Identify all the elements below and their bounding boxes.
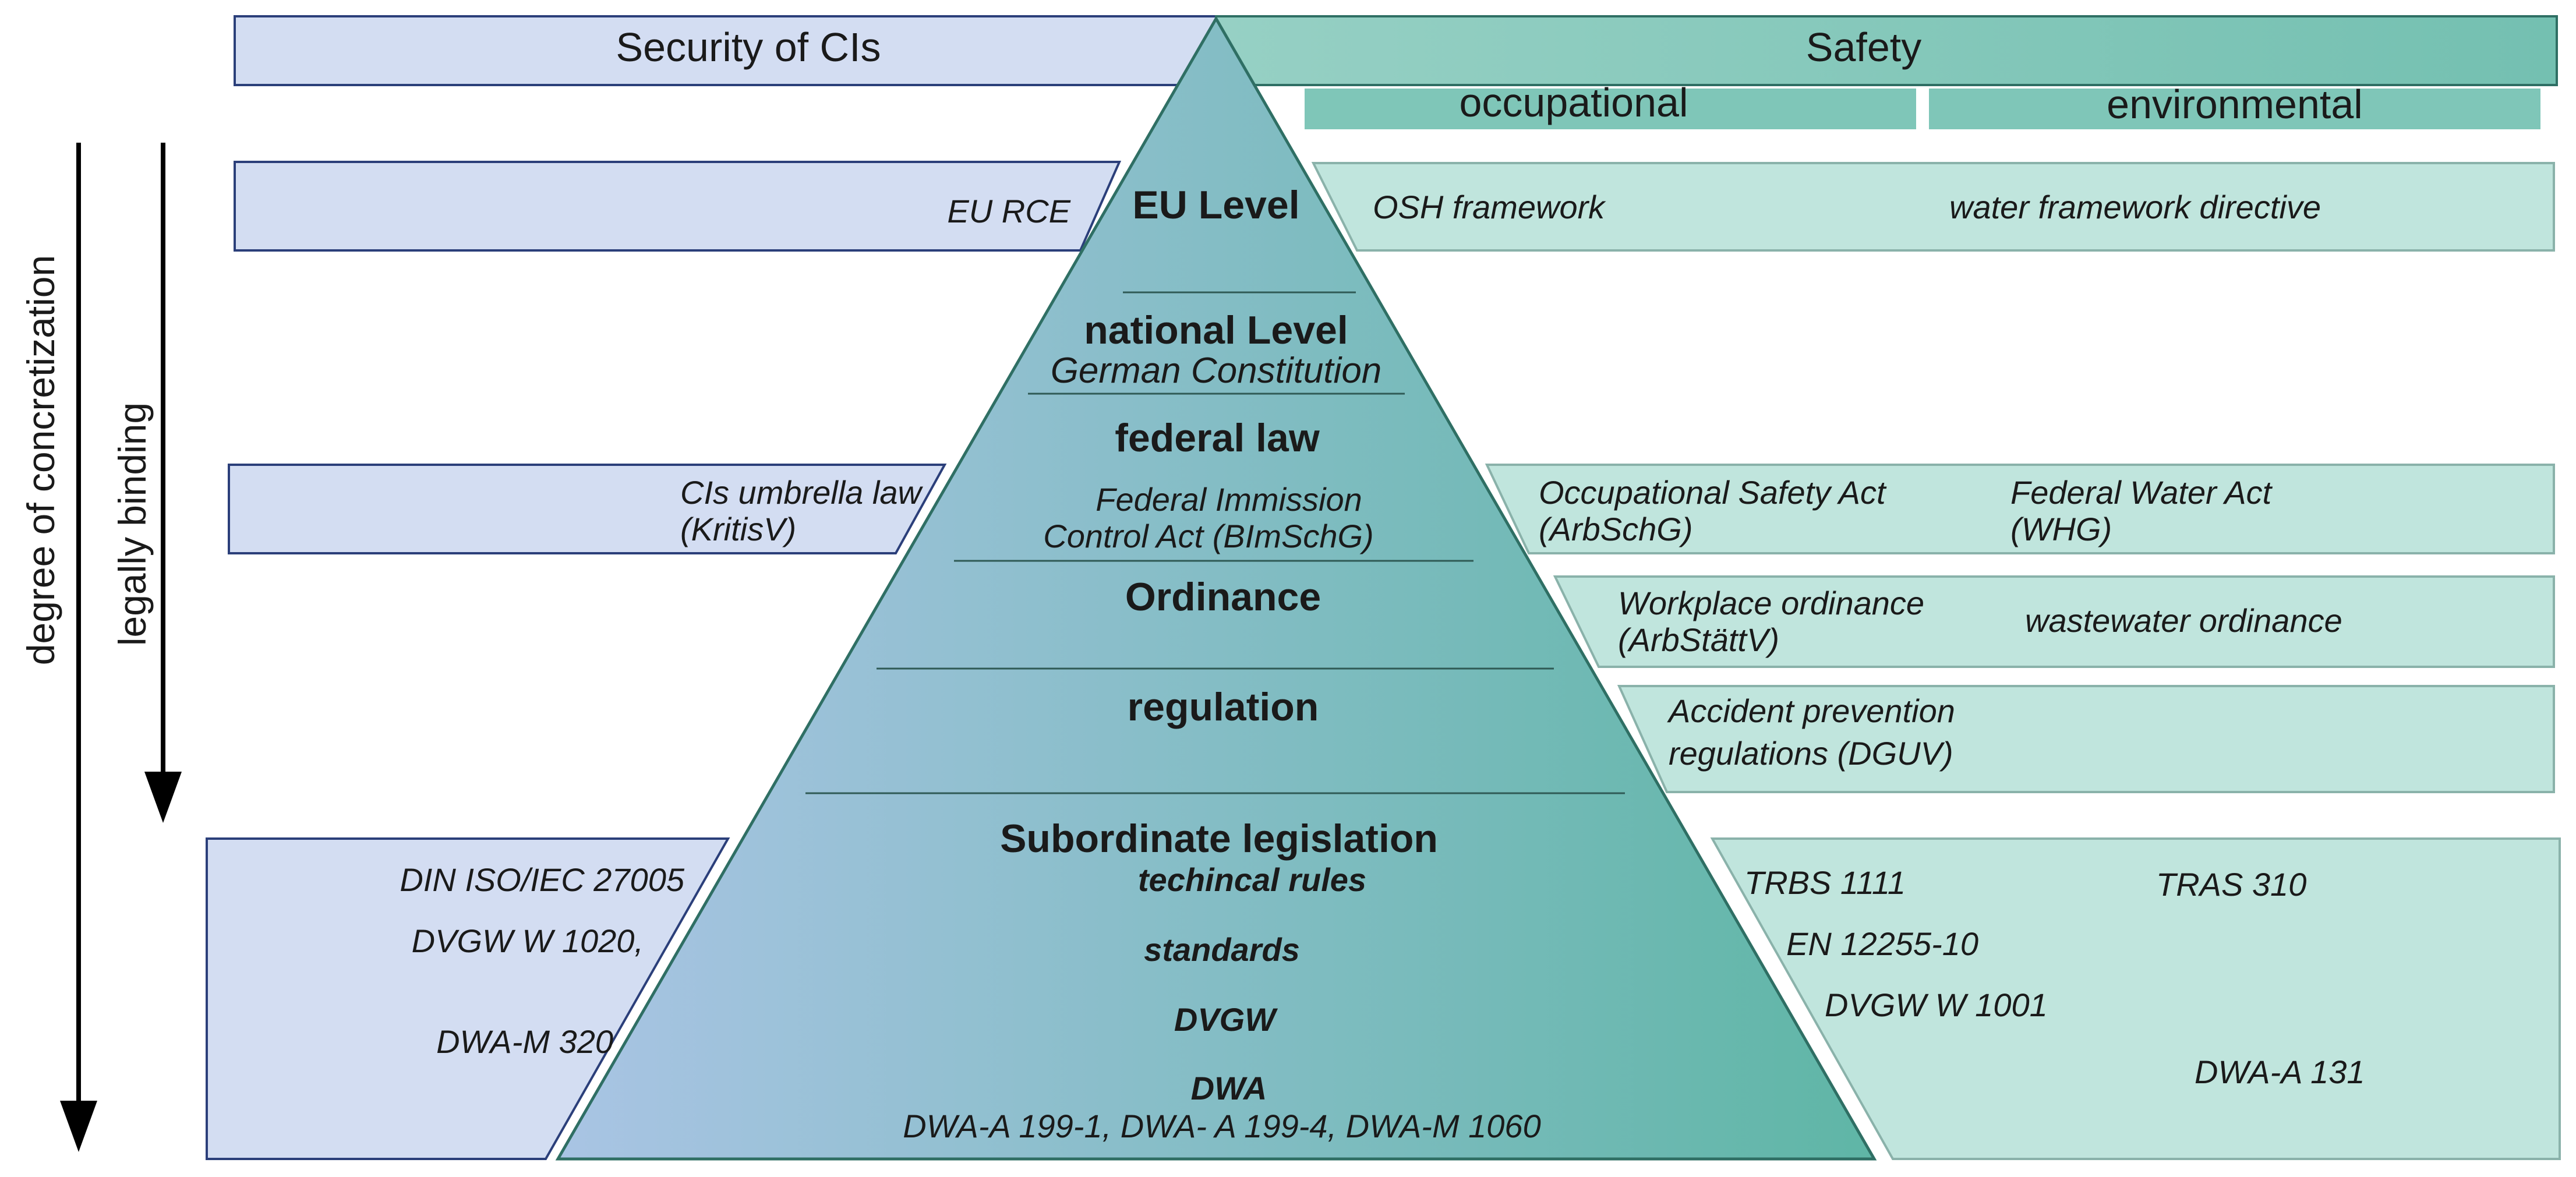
safety-header-bar [1215, 15, 2558, 86]
standards-label: standards [1144, 931, 1300, 968]
workplace-ordinance-line1: Workplace ordinance [1618, 585, 1924, 621]
dwa-label: DWA [1191, 1070, 1267, 1107]
safety-federal-box [1485, 464, 2555, 554]
safety-header-label: Safety [1806, 24, 1921, 70]
trbs-label: TRBS 1111 [1744, 864, 1906, 901]
osh-framework-label: OSH framework [1373, 189, 1606, 225]
pyramid [555, 15, 1877, 1161]
bimschg-label-line1: Federal Immission [1096, 481, 1362, 518]
security-standards-box [206, 837, 730, 1160]
umbrella-law-label-line2: (KritisV) [680, 511, 796, 547]
dvgw-w1020-label: DVGW W 1020, [412, 922, 644, 959]
environmental-header-bar [1929, 89, 2540, 129]
occupational-header-bar [1305, 89, 1916, 129]
water-framework-label: water framework directive [1949, 189, 2321, 225]
security-header-label: Security of CIs [616, 24, 881, 70]
federal-law-label: federal law [1115, 416, 1320, 460]
occupational-header-label: occupational [1459, 80, 1688, 125]
environmental-header-label: environmental [2107, 82, 2363, 127]
concretization-axis-label: degree of concretization [19, 255, 62, 665]
accident-prevention-line1: Accident prevention [1667, 692, 1955, 729]
dwa-a131-label: DWA-A 131 [2195, 1054, 2365, 1090]
din-iso-label: DIN ISO/IEC 27005 [400, 861, 685, 898]
security-eu-box [234, 161, 1122, 252]
dvgw-label: DVGW [1174, 1001, 1278, 1038]
national-level-label: national Level [1084, 308, 1348, 352]
eu-level-label: EU Level [1132, 183, 1299, 227]
concretization-arrowhead [60, 1101, 97, 1152]
bimschg-label-line2: Control Act (BImSchG) [1043, 518, 1373, 554]
accident-prevention-line2: regulations (DGUV) [1669, 735, 1953, 772]
umbrella-law-label-line1: CIs umbrella law [680, 474, 923, 511]
binding-axis-label: legally binding [111, 402, 154, 646]
security-header-bar [234, 15, 1220, 86]
german-constitution-label: German Constitution [1051, 351, 1382, 391]
ordinance-label: Ordinance [1125, 575, 1321, 619]
subordinate-legislation-label: Subordinate legislation [1000, 817, 1438, 861]
occupational-safety-act-line2: (ArbSchG) [1539, 511, 1693, 547]
safety-regulation-box [1617, 685, 2555, 793]
safety-ordinance-box [1553, 575, 2555, 668]
occupational-safety-act-line1: Occupational Safety Act [1539, 474, 1887, 511]
technical-rules-label: techincal rules [1138, 861, 1366, 898]
safety-eu-box [1311, 162, 2555, 252]
dvgw-w1001-label: DVGW W 1001 [1825, 987, 2048, 1023]
dwa-list-label: DWA-A 199-1, DWA- A 199-4, DWA-M 1060 [903, 1108, 1540, 1144]
eu-rce-label: EU RCE [947, 193, 1070, 229]
wastewater-ordinance-label: wastewater ordinance [2025, 602, 2342, 639]
workplace-ordinance-line2: (ArbStättV) [1618, 621, 1779, 658]
dwa-m320-label: DWA-M 320 [436, 1023, 613, 1060]
safety-standards-box [1710, 837, 2561, 1160]
federal-water-act-line1: Federal Water Act [2010, 474, 2273, 511]
federal-water-act-line2: (WHG) [2010, 511, 2112, 547]
tras-label: TRAS 310 [2156, 866, 2306, 903]
binding-arrowhead [144, 772, 182, 823]
security-umbrella-box [228, 464, 947, 554]
en12255-label: EN 12255-10 [1786, 925, 1978, 962]
regulation-label: regulation [1128, 685, 1319, 729]
